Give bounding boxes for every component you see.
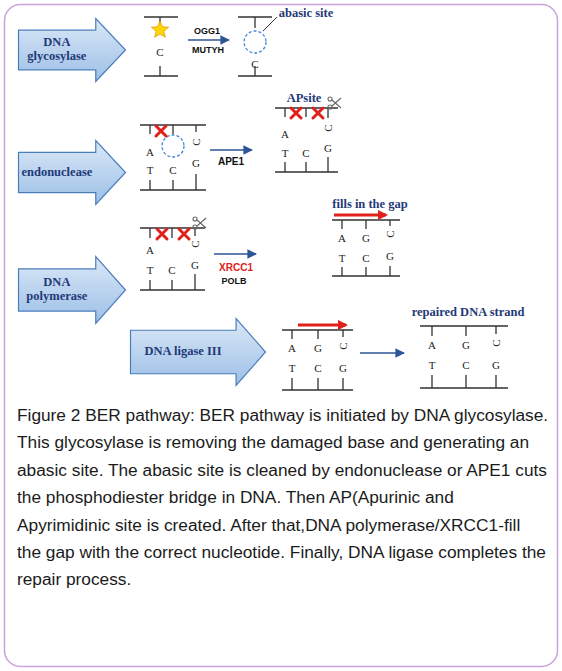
- scissors-icon: [193, 217, 206, 229]
- node-text-box: DNA glycosylase: [18, 18, 96, 82]
- step-arrow-line: [210, 149, 252, 151]
- base-letter: C: [462, 359, 469, 371]
- leader-line: [263, 17, 277, 31]
- new-strand-arrow: [334, 214, 386, 217]
- base-letter: C: [490, 339, 502, 346]
- node-text-box: endonuclease: [18, 140, 96, 205]
- step-arrow: endonuclease: [18, 140, 126, 205]
- dna-strand: [238, 17, 272, 76]
- base-letter: C: [189, 240, 201, 247]
- step-arrow-line: [188, 39, 229, 41]
- cut-mark: [179, 229, 189, 239]
- base-letter: C: [168, 264, 175, 276]
- cut-mark: [313, 108, 323, 118]
- base-letter: G: [191, 259, 199, 271]
- step-arrow: DNA glycosylase: [18, 18, 126, 82]
- abasic-circle: [244, 31, 266, 53]
- base-letter: A: [146, 146, 154, 158]
- enzyme-label: POLB: [221, 276, 246, 286]
- enzyme-label: OGG1: [194, 26, 220, 36]
- damage-star: [151, 21, 168, 37]
- base-letter: T: [147, 264, 154, 276]
- base-letter: T: [289, 362, 296, 374]
- step-name: DNA ligase III: [144, 345, 221, 359]
- step-arrow-line: [214, 253, 256, 255]
- base-letter: A: [146, 244, 154, 256]
- base-letter: T: [339, 252, 346, 264]
- step-arrow-line: [360, 352, 404, 354]
- base-letter: G: [314, 342, 322, 354]
- callout-label: repaired DNA strand: [412, 305, 525, 320]
- node-text-box: DNA ligase III: [130, 318, 236, 386]
- figure-caption: Figure 2 BER pathway: BER pathway is ini…: [17, 402, 549, 594]
- base-letter: C: [169, 164, 176, 176]
- base-letter: A: [338, 232, 346, 244]
- base-letter: C: [337, 342, 349, 349]
- arrow-outline: [19, 257, 126, 324]
- base-letter: C: [314, 362, 321, 374]
- step-name: DNA polymerase: [18, 276, 96, 304]
- cut-mark: [291, 108, 301, 118]
- callout-label: abasic site: [279, 6, 334, 21]
- base-letter: A: [428, 339, 436, 351]
- base-letter: A: [281, 128, 289, 140]
- arrow-outline: [19, 141, 126, 205]
- step-arrow: DNA ligase III: [130, 318, 266, 386]
- callout-label: fills in the gap: [332, 197, 407, 212]
- base-letter: G: [339, 362, 347, 374]
- base-letter: G: [462, 339, 470, 351]
- base-letter: A: [288, 342, 296, 354]
- step-name: endonuclease: [21, 166, 92, 180]
- base-letter: C: [302, 147, 309, 159]
- step-name: DNA glycosylase: [18, 36, 96, 64]
- base-letter: G: [492, 359, 500, 371]
- callout-label: APsite: [287, 91, 322, 106]
- base-letter: C: [362, 252, 369, 264]
- dna-strand: [282, 330, 353, 390]
- enzyme-label: APE1: [218, 156, 244, 167]
- enzyme-label: XRCC1: [219, 262, 253, 273]
- base-letter: T: [282, 147, 289, 159]
- dna-strand: [140, 125, 206, 190]
- arrow-outline: [131, 319, 266, 386]
- base-letter: G: [362, 232, 370, 244]
- base-letter: C: [322, 124, 334, 131]
- dna-strand: [420, 326, 508, 388]
- base-letter: G: [386, 250, 394, 262]
- dna-strand: [332, 220, 400, 276]
- base-letter: C: [156, 46, 163, 58]
- cut-mark: [156, 126, 166, 136]
- scissors-icon: [328, 97, 341, 109]
- node-text-box: DNA polymerase: [18, 256, 96, 324]
- base-letter: T: [147, 164, 154, 176]
- base-letter: G: [324, 142, 332, 154]
- base-letter: C: [190, 138, 202, 145]
- base-letter: G: [192, 157, 200, 169]
- arrow-outline: [19, 19, 126, 82]
- enzyme-label: MUTYH: [192, 45, 224, 55]
- dna-strand: [275, 108, 338, 172]
- dna-strand: [144, 17, 178, 76]
- base-letter: C: [251, 58, 258, 70]
- figure-frame: [5, 5, 558, 667]
- step-arrow: DNA polymerase: [18, 256, 126, 324]
- base-letter: C: [384, 230, 396, 237]
- new-strand-arrow: [298, 324, 346, 327]
- base-letter: T: [429, 359, 436, 371]
- cut-mark: [157, 229, 167, 239]
- abasic-circle: [162, 135, 184, 157]
- dna-strand: [140, 228, 205, 290]
